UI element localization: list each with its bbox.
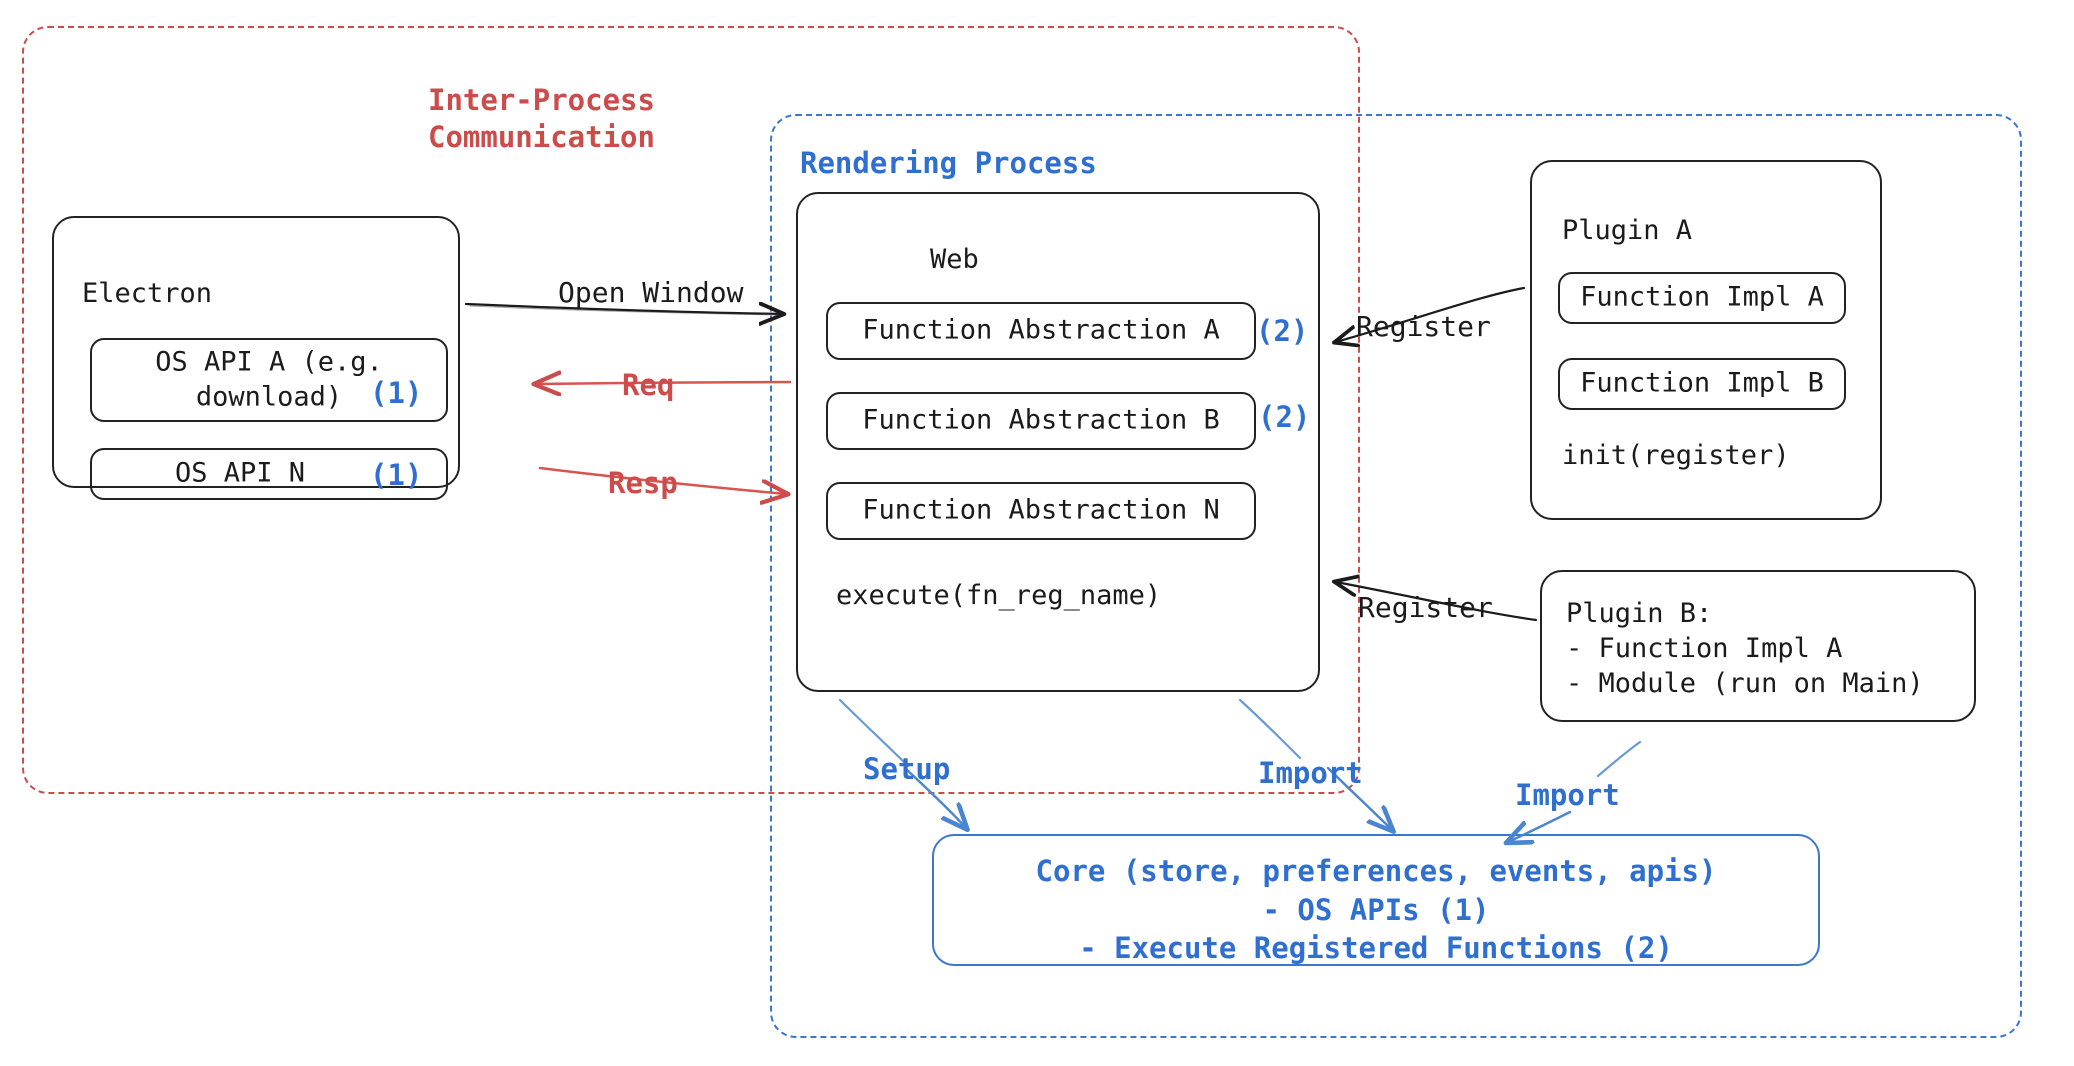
region-rendering-process-label: Rendering Process — [800, 146, 1097, 180]
web-title: Web — [930, 244, 979, 275]
function-abstraction-a-label: Function Abstraction A — [862, 314, 1220, 346]
os-api-a-badge: (1) — [370, 376, 423, 410]
core-content: Core (store, preferences, events, apis) … — [1035, 854, 1717, 966]
os-api-n-label: OS API N — [174, 457, 306, 489]
function-impl-b-label: Function Impl B — [1580, 367, 1824, 399]
edge-label-setup: Setup — [863, 752, 951, 786]
region-rendering-process — [770, 114, 2022, 1038]
function-abstraction-n-box[interactable]: Function Abstraction N — [826, 482, 1256, 540]
os-api-n-box[interactable]: OS API N — [90, 448, 448, 500]
web-box[interactable] — [796, 192, 1320, 692]
edge-label-import-plugin-b: Import — [1515, 778, 1620, 812]
os-api-a-box[interactable]: OS API A (e.g. download) — [90, 338, 448, 422]
plugin-b-content: Plugin B: - Function Impl A - Module (ru… — [1566, 598, 1924, 700]
plugin-a-box[interactable] — [1530, 160, 1882, 520]
region-inter-process-communication — [22, 26, 1360, 794]
os-api-n-badge: (1) — [370, 458, 423, 492]
function-abstraction-a-badge: (2) — [1256, 314, 1309, 348]
function-impl-a-label: Function Impl A — [1580, 281, 1824, 313]
core-box[interactable] — [932, 834, 1820, 966]
function-impl-a-box[interactable]: Function Impl A — [1558, 272, 1846, 324]
function-impl-b-box[interactable]: Function Impl B — [1558, 358, 1846, 410]
edge-label-open-window: Open Window — [558, 276, 744, 309]
edge-label-register-plugin-b: Register — [1358, 591, 1493, 624]
plugin-b-box[interactable] — [1540, 570, 1976, 722]
web-execute-method: execute(fn_reg_name) — [836, 580, 1162, 611]
electron-box[interactable] — [52, 216, 460, 488]
edge-label-register-plugin-a: Register — [1356, 310, 1491, 343]
function-abstraction-b-box[interactable]: Function Abstraction B — [826, 392, 1256, 450]
edge-label-resp: Resp — [608, 466, 678, 500]
plugin-a-title: Plugin A — [1562, 215, 1693, 246]
edge-label-req: Req — [622, 368, 675, 402]
region-ipc-label: Inter-Process Communication — [428, 83, 655, 155]
plugin-a-init-method: init(register) — [1562, 440, 1790, 471]
edge-label-import-web: Import — [1258, 756, 1363, 790]
function-abstraction-b-label: Function Abstraction B — [862, 404, 1220, 436]
electron-title: Electron — [82, 278, 213, 309]
function-abstraction-a-box[interactable]: Function Abstraction A — [826, 302, 1256, 360]
function-abstraction-b-badge: (2) — [1258, 400, 1311, 434]
os-api-a-label: OS API A (e.g. download) — [155, 346, 383, 412]
function-abstraction-n-label: Function Abstraction N — [862, 494, 1220, 526]
